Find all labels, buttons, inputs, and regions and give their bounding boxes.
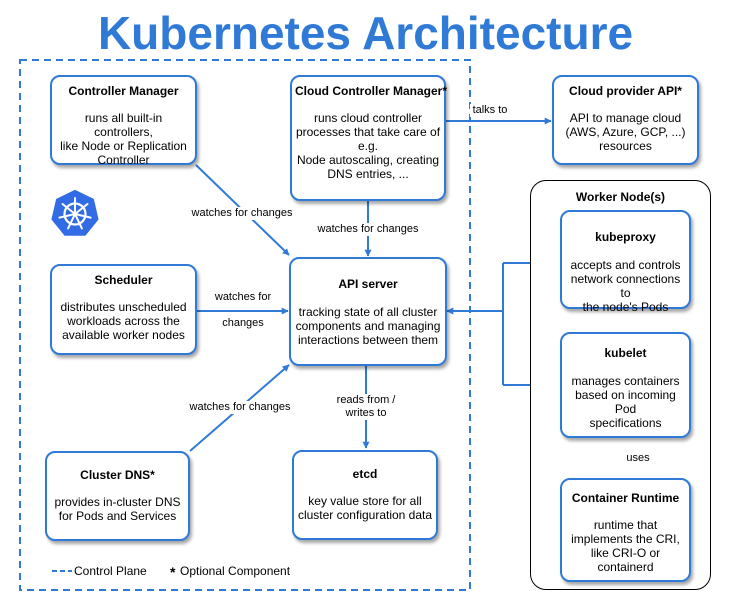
edge-label-dns-watch: watches for changes — [180, 401, 300, 414]
node-description: runs cloud controller processes that tak… — [295, 111, 441, 181]
edge-label-scheduler-watch-1: watches for — [208, 291, 278, 304]
edge-label-talks-to: talks to — [470, 104, 510, 117]
node-title: API server — [338, 277, 398, 291]
node-title: kubelet — [604, 346, 647, 360]
legend-star: * — [170, 564, 176, 580]
edge-label-uses: uses — [622, 452, 654, 465]
worker-node-title: Worker Node(s) — [575, 190, 666, 204]
kubernetes-logo-icon — [49, 188, 101, 238]
node-title: etcd — [352, 467, 378, 481]
page-title: Kubernetes Architecture — [97, 7, 634, 59]
node-title: kubeproxy — [595, 230, 656, 244]
node-description: runtime that implements the CRI, like CR… — [571, 518, 680, 574]
edge-label-cloud-watch: watches for changes — [308, 223, 428, 236]
edge-label-reads-writes-1: reads from / — [328, 394, 404, 407]
node-cluster-dns[interactable]: Cluster DNS* provides in-cluster DNS for… — [45, 451, 190, 541]
edge-label-controller-watch: watches for changes — [182, 207, 302, 220]
node-description: distributes unscheduled workloads across… — [60, 300, 187, 342]
node-description: manages containers based on incoming Pod… — [571, 374, 680, 430]
node-container-runtime[interactable]: Container Runtime runtime that implement… — [560, 478, 691, 582]
edge-label-scheduler-watch-2: changes — [208, 317, 278, 330]
control-plane-boundary — [19, 59, 471, 591]
node-description: provides in-cluster DNS for Pods and Ser… — [54, 495, 181, 523]
node-title: Cloud provider API* — [569, 84, 682, 98]
node-title: Controller Manager — [68, 84, 179, 98]
node-controller-manager[interactable]: Controller Manager runs all built-in con… — [50, 75, 197, 167]
node-title: Cluster DNS* — [80, 468, 155, 482]
node-description: accepts and controls network connections… — [570, 258, 681, 314]
legend-control-plane: Control Plane — [74, 564, 147, 578]
node-description: key value store for all cluster configur… — [297, 494, 433, 522]
node-api-server[interactable]: API server tracking state of all cluster… — [289, 257, 447, 366]
node-kubeproxy[interactable]: kubeproxy accepts and controls network c… — [560, 210, 691, 314]
node-kubelet[interactable]: kubelet manages containers based on inco… — [560, 332, 691, 438]
node-cloud-controller-manager[interactable]: Cloud Controller Manager* runs cloud con… — [290, 75, 448, 201]
node-description: runs all built-in controllers, like Node… — [60, 111, 187, 167]
legend-optional: Optional Component — [180, 564, 291, 578]
node-title: Container Runtime — [571, 491, 680, 505]
node-description: tracking state of all cluster components… — [295, 305, 441, 347]
node-scheduler[interactable]: Scheduler distributes unscheduled worklo… — [50, 264, 197, 355]
node-cloud-provider-api[interactable]: Cloud provider API* API to manage cloud … — [552, 75, 699, 165]
edge-label-reads-writes-2: writes to — [328, 407, 404, 420]
node-etcd[interactable]: etcd key value store for all cluster con… — [292, 450, 438, 540]
node-title: Cloud Controller Manager* — [295, 84, 448, 98]
node-title: Scheduler — [94, 273, 153, 287]
node-description: API to manage cloud (AWS, Azure, GCP, ..… — [565, 111, 686, 153]
